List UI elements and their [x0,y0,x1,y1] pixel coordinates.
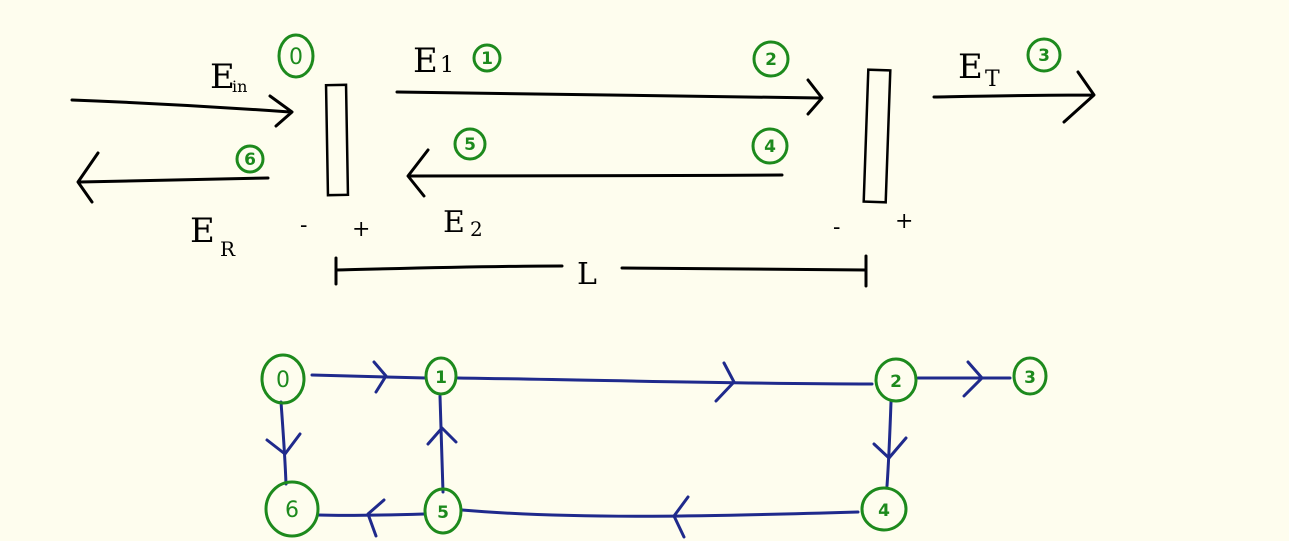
incident-beam-arrow [70,94,294,128]
label-e1-sub: 1 [440,53,454,78]
svg-text:6: 6 [244,150,256,170]
graph-node-6: 6 [264,480,320,538]
edge-0-to-6-arrowhead [265,432,302,456]
edge-2-to-4 [885,400,893,488]
edge-5-to-6-arrowhead [366,498,386,538]
graph-node-2: 2 [874,357,918,403]
edge-2-to-4-arrowhead [872,436,908,460]
length-bar-right [620,254,868,288]
svg-text:4: 4 [764,137,776,157]
label-e-r-sub: R [220,237,236,261]
svg-text:4: 4 [878,501,890,521]
cavity-sketch: E in E R - + E 1 E 2 - + E T L 0 [70,33,1096,292]
transmitted-beam-arrow [932,70,1096,124]
edge-1-to-2-arrowhead [714,361,736,403]
left-mirror [324,83,350,197]
graph-node-5: 5 [423,487,463,535]
right-mirror-minus: - [833,215,840,240]
label-e-in-sub: in [232,77,247,96]
svg-text:0: 0 [289,45,303,70]
graph-node-1: 1 [424,356,458,396]
edge-5-to-6 [316,512,426,517]
svg-text:0: 0 [276,368,290,393]
edge-0-to-6 [279,400,288,486]
label-e2-main: E [443,205,465,240]
edge-0-to-1-arrowhead [372,360,388,394]
svg-text:1: 1 [435,368,447,388]
svg-text:5: 5 [437,503,449,523]
edge-4-to-5-arrowhead [672,495,690,539]
label-et-sub: T [985,67,1000,92]
svg-text:3: 3 [1024,368,1036,388]
svg-text:2: 2 [765,50,777,70]
graph-node-0: 0 [260,353,306,405]
sketch-node-3: 3 [1026,37,1062,73]
sketch-node-1: 1 [472,43,502,73]
signal-flow-graph: 0 1 2 3 4 5 6 [260,353,1048,539]
sketch-node-2: 2 [752,40,790,78]
right-mirror [862,68,892,204]
sketch-node-5: 5 [453,127,487,161]
edge-2-to-3-arrowhead [962,360,984,398]
left-mirror-minus: - [300,213,307,238]
graph-node-3: 3 [1012,356,1048,396]
sketch-node-4: 4 [751,127,789,165]
edge-5-to-1 [438,394,445,494]
reflected-beam-arrow [76,151,270,204]
edge-0-to-1 [310,373,428,380]
svg-text:2: 2 [890,372,902,392]
edge-1-to-2 [456,376,874,386]
svg-text:6: 6 [285,498,299,523]
edge-5-to-1-arrowhead [426,426,458,446]
left-mirror-plus: + [352,217,370,242]
forward-intracavity-arrow [395,78,824,116]
label-e2-sub: 2 [470,217,483,241]
svg-text:5: 5 [464,135,476,155]
label-e-in-main: E [210,57,235,97]
label-e-r-main: E [190,211,215,251]
right-mirror-plus: + [895,209,913,234]
svg-text:3: 3 [1038,46,1050,66]
backward-intracavity-arrow [406,148,784,198]
length-bar-left [334,256,564,286]
svg-text:1: 1 [481,49,493,69]
label-e1-main: E [413,41,438,81]
graph-node-4: 4 [860,486,908,532]
edge-4-to-5 [460,508,860,518]
sketch-node-0: 0 [277,33,315,79]
length-label: L [577,257,597,292]
label-et-main: E [958,47,983,87]
sketch-node-6: 6 [235,144,265,174]
